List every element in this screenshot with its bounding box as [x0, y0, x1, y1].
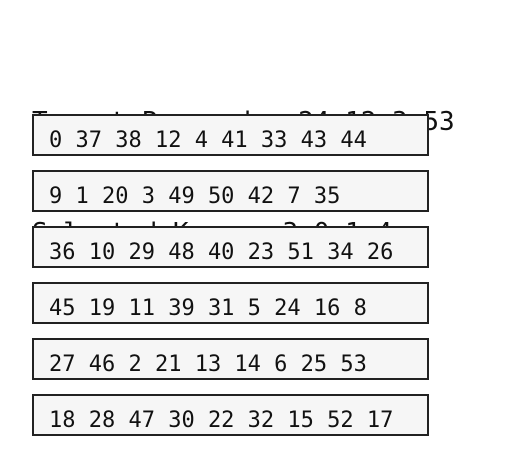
key-option-5[interactable]: 18 28 47 30 22 32 15 52 17 — [32, 394, 429, 436]
key-option-1[interactable]: 9 1 20 3 49 50 42 7 35 — [32, 170, 429, 212]
key-list: 0 37 38 12 4 41 33 43 44 9 1 20 3 49 50 … — [32, 114, 429, 450]
key-option-4[interactable]: 27 46 2 21 13 14 6 25 53 — [32, 338, 429, 380]
key-option-2[interactable]: 36 10 29 48 40 23 51 34 26 — [32, 226, 429, 268]
key-option-3[interactable]: 45 19 11 39 31 5 24 16 8 — [32, 282, 429, 324]
key-option-0[interactable]: 0 37 38 12 4 41 33 43 44 — [32, 114, 429, 156]
